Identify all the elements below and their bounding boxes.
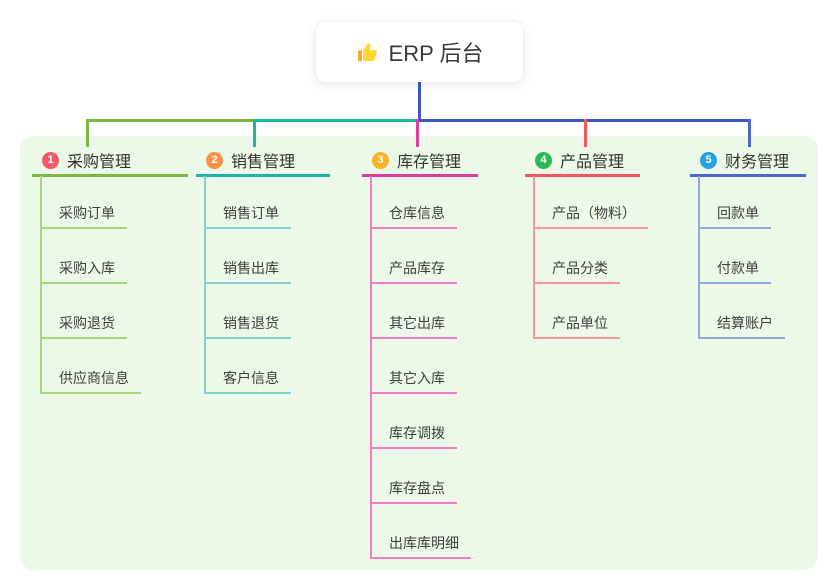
branch-drop-line-4	[584, 119, 587, 147]
child-node[interactable]: 其它出库	[370, 284, 457, 339]
child-node[interactable]: 产品单位	[533, 284, 620, 339]
branch-label: 采购管理	[67, 154, 132, 171]
branch-drop-line-1	[86, 119, 89, 147]
child-node[interactable]: 出库库明细	[370, 504, 471, 559]
child-node[interactable]: 供应商信息	[40, 339, 141, 394]
child-node[interactable]: 其它入库	[370, 339, 457, 394]
branch-number-badge: 2	[206, 151, 223, 169]
child-node[interactable]: 付款单	[698, 229, 771, 284]
branch-spine-line-5	[698, 176, 700, 339]
child-node[interactable]: 产品分类	[533, 229, 620, 284]
child-node[interactable]: 产品库存	[370, 229, 457, 284]
child-node[interactable]: 库存盘点	[370, 449, 457, 504]
branch-node-4[interactable]: 4 产品管理	[525, 146, 640, 177]
branch-spine-line-1	[40, 176, 42, 394]
branch-node-3[interactable]: 3 库存管理	[362, 146, 478, 177]
child-node[interactable]: 结算账户	[698, 284, 785, 339]
root-title: ERP 后台	[388, 41, 484, 66]
child-node[interactable]: 回款单	[698, 174, 771, 229]
branch-number-badge: 5	[700, 151, 717, 169]
branch-spine-line-4	[533, 176, 535, 339]
root-node[interactable]: ERP 后台	[316, 22, 523, 82]
child-node[interactable]: 销售订单	[204, 174, 291, 229]
branch-spine-line-2	[204, 176, 206, 394]
child-node[interactable]: 产品（物料）	[533, 174, 648, 229]
root-connector-line	[418, 82, 421, 121]
child-node[interactable]: 库存调拨	[370, 394, 457, 449]
child-node[interactable]: 采购入库	[40, 229, 127, 284]
branch-label: 财务管理	[725, 154, 790, 171]
child-node[interactable]: 销售退货	[204, 284, 291, 339]
branch-number-badge: 4	[535, 151, 552, 169]
child-node[interactable]: 采购订单	[40, 174, 127, 229]
branch-number-badge: 1	[42, 151, 59, 169]
bus-segment-mid-teal	[253, 119, 417, 122]
branch-label: 销售管理	[231, 154, 296, 171]
child-node[interactable]: 客户信息	[204, 339, 291, 394]
branch-label: 产品管理	[560, 154, 625, 171]
branch-node-2[interactable]: 2 销售管理	[196, 146, 330, 177]
branch-node-5[interactable]: 5 财务管理	[690, 146, 806, 177]
branch-label: 库存管理	[397, 154, 462, 171]
branch-number-badge: 3	[372, 151, 389, 169]
branches-panel	[20, 136, 818, 570]
branch-drop-line-2	[253, 119, 256, 147]
child-node[interactable]: 采购退货	[40, 284, 127, 339]
branch-node-1[interactable]: 1 采购管理	[32, 146, 188, 177]
branch-spine-line-3	[370, 176, 372, 559]
thumbs-up-icon	[356, 40, 380, 64]
branch-drop-line-5	[748, 119, 751, 147]
child-node[interactable]: 仓库信息	[370, 174, 457, 229]
branch-drop-line-3	[416, 119, 419, 147]
bus-segment-left-green	[86, 119, 253, 122]
child-node[interactable]: 销售出库	[204, 229, 291, 284]
